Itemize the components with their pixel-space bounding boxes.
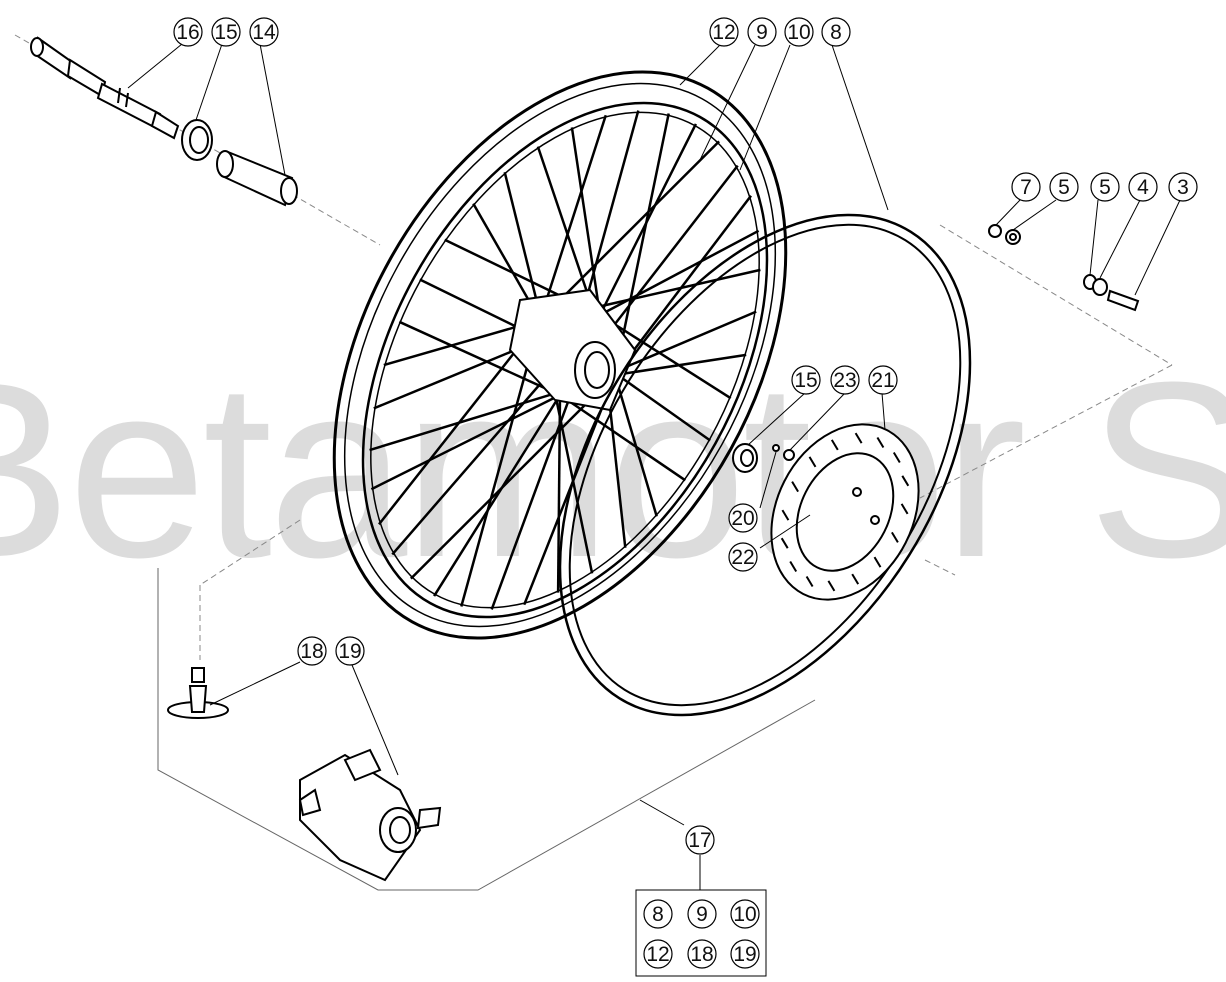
kit-item-19: 19: [730, 939, 760, 969]
svg-text:16: 16: [176, 21, 199, 44]
svg-text:19: 19: [733, 943, 756, 966]
spoke: [538, 114, 607, 321]
kit-box: [635, 889, 767, 977]
svg-text:18: 18: [300, 640, 323, 663]
svg-text:22: 22: [731, 546, 754, 569]
leader-lines: [127, 43, 1181, 890]
disc-slot: [891, 531, 899, 543]
axle-part: [30, 36, 180, 140]
disc-slot: [781, 509, 790, 521]
callout-20: 20: [728, 503, 758, 533]
callout-7: 7: [1011, 172, 1041, 202]
disc-slot: [805, 575, 814, 588]
callout-15-left: 15: [211, 17, 241, 47]
spoke: [613, 374, 658, 517]
svg-text:7: 7: [1020, 176, 1032, 199]
kit-item-12: 12: [643, 939, 673, 969]
svg-text:9: 9: [756, 21, 768, 44]
disc-slot: [830, 439, 839, 451]
svg-text:5: 5: [1058, 176, 1070, 199]
disc-slot: [827, 580, 836, 592]
disc-slot: [789, 560, 798, 573]
svg-text:10: 10: [733, 903, 756, 926]
rim-lock-part: [167, 667, 229, 719]
callout-19: 19: [335, 636, 365, 666]
brake-disc-slots: [780, 432, 910, 592]
kit-item-8: 8: [643, 899, 673, 929]
spoke: [599, 313, 732, 400]
svg-text:10: 10: [787, 21, 810, 44]
svg-text:8: 8: [830, 21, 842, 44]
callout-3: 3: [1168, 172, 1198, 202]
spoke: [570, 127, 602, 316]
kit-outline-lines: [157, 568, 816, 891]
callout-5-left: 5: [1049, 172, 1079, 202]
svg-text:4: 4: [1137, 176, 1149, 199]
kit-item-9: 9: [687, 899, 717, 929]
disc-slot: [892, 451, 901, 464]
callout-16: 16: [173, 17, 203, 47]
kit-item-10: 10: [730, 899, 760, 929]
svg-text:20: 20: [731, 507, 754, 530]
callout-5-right: 5: [1090, 172, 1120, 202]
disc-slot: [791, 481, 799, 493]
svg-text:8: 8: [652, 903, 664, 926]
disc-slot: [780, 537, 789, 549]
svg-text:12: 12: [712, 21, 735, 44]
svg-text:12: 12: [646, 943, 669, 966]
disc-slot: [854, 432, 863, 444]
svg-text:9: 9: [696, 903, 708, 926]
spoke: [433, 394, 562, 597]
svg-text:15: 15: [794, 369, 817, 392]
spoke: [370, 393, 561, 491]
spoke: [598, 123, 698, 316]
svg-text:5: 5: [1099, 176, 1111, 199]
callout-9: 9: [747, 17, 777, 47]
spoke: [398, 320, 561, 397]
svg-text:14: 14: [252, 21, 276, 44]
spoke: [539, 140, 720, 321]
brake-disc: [770, 423, 920, 601]
svg-text:18: 18: [690, 943, 713, 966]
spoke: [410, 374, 616, 580]
callout-4: 4: [1128, 172, 1158, 202]
svg-text:17: 17: [688, 829, 711, 852]
wheel-hub: [508, 288, 637, 412]
callout-15-right: 15: [791, 365, 821, 395]
callout-17: 17: [685, 825, 715, 855]
callout-22: 22: [728, 542, 758, 572]
callout-8: 8: [821, 17, 851, 47]
disc-slot: [873, 556, 882, 568]
callout-21: 21: [868, 365, 898, 395]
disc-slot: [851, 573, 860, 585]
spacer-part: [216, 150, 298, 207]
callout-23: 23: [830, 365, 860, 395]
callout-10: 10: [784, 17, 814, 47]
callout-18: 18: [297, 636, 327, 666]
svg-text:3: 3: [1177, 176, 1189, 199]
svg-text:19: 19: [338, 640, 361, 663]
callout-14: 14: [249, 17, 279, 47]
svg-text:21: 21: [871, 369, 894, 392]
bearing-part: [181, 119, 213, 161]
callout-12: 12: [709, 17, 739, 47]
disc-slot: [900, 503, 909, 515]
spoke: [614, 194, 752, 376]
svg-text:23: 23: [833, 369, 856, 392]
disc-slot: [808, 456, 817, 468]
disc-slot: [901, 475, 910, 487]
kit-item-18: 18: [687, 939, 717, 969]
disc-slot: [876, 436, 885, 449]
svg-text:15: 15: [214, 21, 237, 44]
hub-part: [298, 748, 442, 882]
right-bearing-part: [732, 443, 795, 473]
